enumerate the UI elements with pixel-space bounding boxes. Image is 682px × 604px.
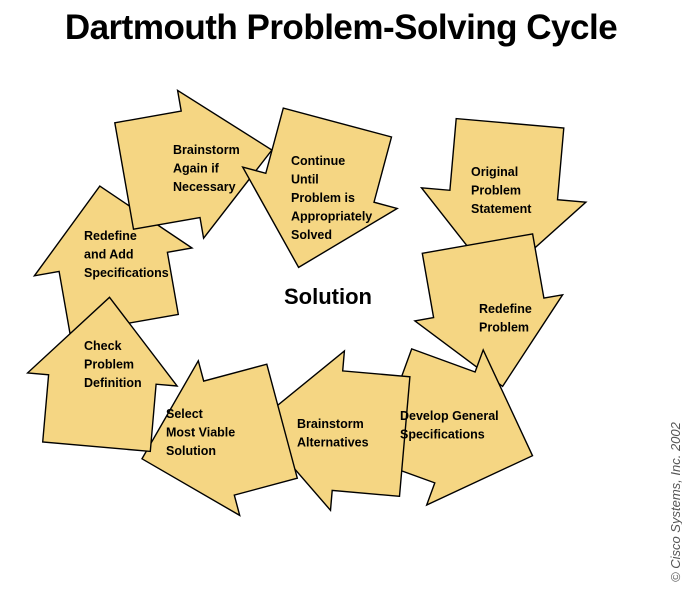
step-label-line: Redefine: [479, 302, 532, 316]
step-label-line: Statement: [471, 202, 532, 216]
step-label-line: Solved: [291, 228, 332, 242]
step-label-line: Specifications: [84, 266, 169, 280]
step-label-line: Alternatives: [297, 436, 369, 450]
copyright-notice: © Cisco Systems, Inc. 2002: [668, 422, 682, 582]
page-title: Dartmouth Problem-Solving Cycle: [64, 8, 618, 47]
step-label-line: Develop General: [400, 409, 499, 423]
step-label-line: Most Viable: [166, 426, 235, 440]
step-label-line: Original: [471, 165, 518, 179]
step-label-line: Until: [291, 173, 319, 187]
step-label-line: Brainstorm: [173, 143, 240, 157]
center-solution-label: Solution: [284, 284, 372, 309]
step-label-line: Appropriately: [291, 210, 372, 224]
step-label-line: Brainstorm: [297, 417, 364, 431]
step-label-line: Problem: [479, 321, 529, 335]
cycle-arrow-step-4: [254, 349, 411, 513]
step-label-line: Continue: [291, 154, 345, 168]
cycle-arrow-step-1: [419, 117, 588, 284]
cycle-arrow-step-6: [25, 296, 179, 453]
step-label-line: and Add: [84, 248, 134, 262]
step-label-line: Definition: [84, 376, 142, 390]
step-label-line: Specifications: [400, 428, 485, 442]
step-label-line: Problem: [84, 358, 134, 372]
step-label-line: Necessary: [173, 180, 236, 194]
step-label-line: Check: [84, 339, 122, 353]
cycle-arrow-step-8: [113, 88, 273, 240]
step-label-line: Redefine: [84, 229, 137, 243]
step-label-line: Select: [166, 407, 204, 421]
step-label-line: Solution: [166, 444, 216, 458]
step-label-line: Again if: [173, 162, 220, 176]
step-label-line: Problem is: [291, 191, 355, 205]
cycle-arrow-step-9: [241, 107, 399, 269]
cycle-arrow-step-5: [141, 358, 299, 517]
step-label-line: Problem: [471, 184, 521, 198]
cycle-arrow-step-2: [413, 233, 565, 388]
